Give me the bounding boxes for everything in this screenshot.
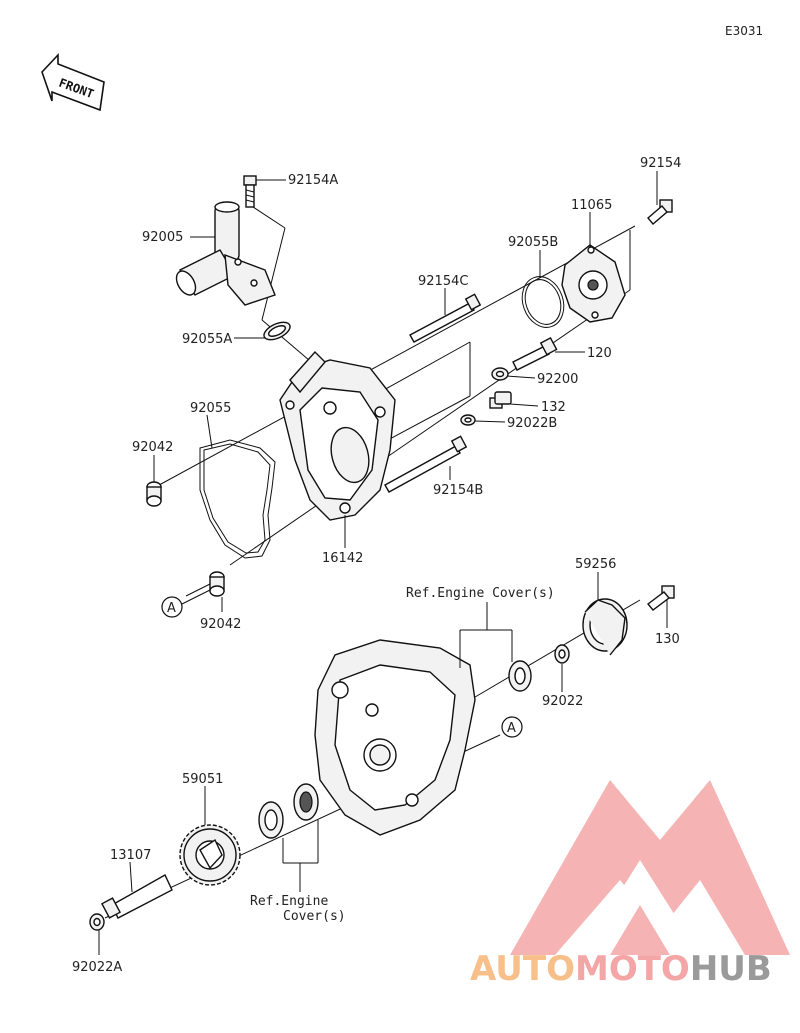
- label-92022B: 92022B: [507, 416, 557, 431]
- ref-bracket-bottom: [282, 820, 319, 892]
- label-92042-top: 92042: [132, 440, 173, 455]
- diagram-code: E3031: [725, 24, 763, 38]
- bolt-92154A: [243, 175, 257, 208]
- label-92055: 92055: [190, 401, 231, 416]
- label-92042-bottom: 92042: [200, 617, 241, 632]
- oring-92055B: [521, 276, 565, 328]
- ref-engine-cover-bottom-line1: Ref.Engine: [250, 894, 328, 909]
- impeller-59256: [582, 598, 628, 656]
- label-92154C: 92154C: [418, 274, 468, 289]
- bearing-ref-1: [258, 801, 284, 839]
- washer-92022B: [460, 414, 476, 426]
- engine-cover: [314, 639, 476, 836]
- svg-text:A: A: [507, 721, 516, 736]
- label-92200: 92200: [537, 372, 578, 387]
- label-92154A: 92154A: [288, 173, 338, 188]
- watermark-text-hub: HUB: [690, 949, 772, 989]
- watermark-logo: [510, 780, 790, 955]
- ref-engine-cover-bottom-line2: Cover(s): [283, 909, 346, 924]
- label-130: 130: [655, 632, 680, 647]
- gasket-92055: [199, 439, 276, 559]
- ref-engine-cover-top: Ref.Engine Cover(s): [406, 586, 555, 601]
- oring-92055A: [263, 321, 291, 341]
- label-59256: 59256: [575, 557, 616, 572]
- svg-text:A: A: [167, 601, 176, 616]
- washer-92022A: [89, 913, 105, 931]
- bolt-92154: [647, 199, 673, 225]
- label-92022: 92022: [542, 694, 583, 709]
- watermark-text-auto: AUTO: [470, 949, 575, 989]
- label-92154: 92154: [640, 156, 681, 171]
- washer-92022: [554, 644, 570, 664]
- shaft-13107: [100, 874, 173, 919]
- watermark-text-moto: MOTO: [575, 949, 690, 989]
- label-92055A: 92055A: [182, 332, 232, 347]
- bearing-ref-2: [293, 783, 319, 821]
- seal-ref-top: [508, 660, 532, 692]
- label-16142: 16142: [322, 551, 363, 566]
- label-92005: 92005: [142, 230, 183, 245]
- washer-92200: [491, 367, 509, 381]
- front-arrow-icon: FRONT: [41, 52, 105, 112]
- label-92022A: 92022A: [72, 960, 122, 975]
- fitting-92005: [175, 201, 276, 306]
- dowel-92042-top: [146, 481, 162, 507]
- label-92154B: 92154B: [433, 483, 483, 498]
- marker-a-right: A: [501, 716, 523, 738]
- dowel-92042-bottom: [209, 571, 225, 597]
- cover-11065: [561, 244, 626, 323]
- marker-a-left: A: [161, 589, 211, 618]
- label-59051: 59051: [182, 772, 223, 787]
- watermark-text: AUTOMOTOHUB: [470, 949, 772, 989]
- plug-132: [489, 391, 512, 409]
- pump-housing-16142: [279, 350, 396, 521]
- gear-59051: [179, 824, 241, 886]
- label-132: 132: [541, 400, 566, 415]
- bolt-92154C: [409, 293, 482, 343]
- bolt-120: [512, 336, 558, 371]
- label-120: 120: [587, 346, 612, 361]
- bolt-92154B: [384, 435, 468, 493]
- label-92055B: 92055B: [508, 235, 558, 250]
- bolt-130: [646, 585, 675, 611]
- label-13107: 13107: [110, 848, 151, 863]
- label-11065: 11065: [571, 198, 612, 213]
- ref-bracket-top: [459, 602, 513, 668]
